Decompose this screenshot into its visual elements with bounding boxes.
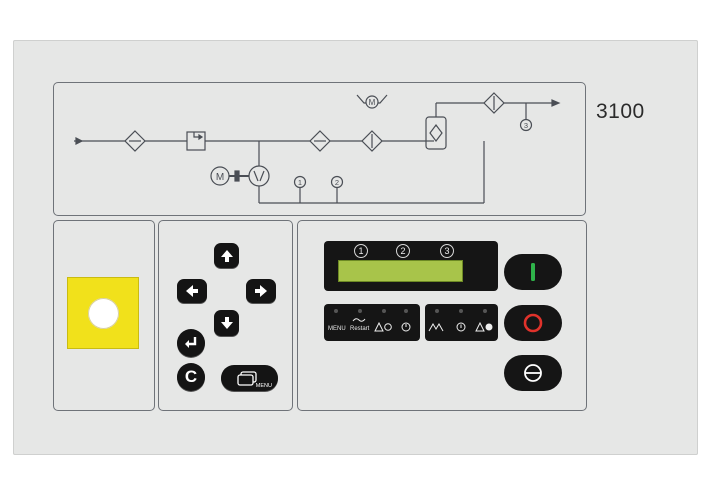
indicator-1: 1 xyxy=(354,244,368,258)
menu-button-label: MENU xyxy=(255,383,272,389)
emergency-stop-button[interactable] xyxy=(67,277,139,349)
service-icon xyxy=(475,322,493,332)
inlet-arrow xyxy=(75,137,84,145)
status-strip-left: MENU Restart xyxy=(324,304,420,341)
arrow-down-icon xyxy=(220,317,233,329)
process-flow-diagram: M M xyxy=(74,92,561,204)
led-restart xyxy=(358,309,362,313)
model-label: 3100 xyxy=(596,100,645,123)
led-remote xyxy=(435,309,439,313)
arrow-up-icon xyxy=(220,249,233,262)
outlet-arrow xyxy=(551,99,561,107)
sensor-point-2 xyxy=(330,175,344,189)
emergency-stop-hole xyxy=(88,298,119,329)
sensor-point-3 xyxy=(519,118,533,132)
enter-icon xyxy=(185,337,197,348)
arrow-right-icon xyxy=(255,285,267,297)
navigation-keypad: C MENU xyxy=(158,220,293,411)
up-arrow-button[interactable] xyxy=(214,243,239,268)
left-arrow-button[interactable] xyxy=(177,279,207,303)
indicator-2: 2 xyxy=(396,244,410,258)
led-menu xyxy=(334,309,338,313)
sensor-point-1 xyxy=(293,175,307,189)
menu-status-label: MENU xyxy=(328,326,346,332)
sensor-label-2: 2 xyxy=(335,178,339,187)
emergency-stop-section xyxy=(53,220,155,411)
timer-icon xyxy=(401,322,411,332)
control-display-section: 1 2 3 MENU Restart xyxy=(297,220,587,411)
led-warning xyxy=(382,309,386,313)
lcd-screen xyxy=(338,260,463,282)
status-strip-right xyxy=(425,304,498,341)
load-unload-icon xyxy=(524,364,542,382)
led-fault xyxy=(459,309,463,313)
restart-status-label: Restart xyxy=(350,326,370,332)
controller-panel: 3100 M xyxy=(13,40,698,455)
remote-icon xyxy=(428,323,444,332)
svg-text:M: M xyxy=(216,172,224,183)
dryer-icon xyxy=(425,116,447,150)
warning-icon xyxy=(374,322,392,332)
clear-button[interactable]: C xyxy=(177,363,205,391)
sensor-label-3: 3 xyxy=(524,121,528,130)
menu-icon xyxy=(236,371,257,386)
start-icon xyxy=(531,263,535,281)
sensor-label-1: 1 xyxy=(298,178,302,187)
svg-text:M: M xyxy=(369,98,376,107)
start-button[interactable] xyxy=(504,254,562,290)
display-frame: 1 2 3 xyxy=(324,241,498,291)
load-unload-button[interactable] xyxy=(504,355,562,391)
inlet-valve-icon xyxy=(186,131,206,151)
wave-icon xyxy=(352,318,366,322)
led-timer xyxy=(404,309,408,313)
compressor-icon xyxy=(248,165,270,187)
led-service xyxy=(483,309,487,313)
indicator-3: 3 xyxy=(440,244,454,258)
right-arrow-button[interactable] xyxy=(246,279,276,303)
stop-button[interactable] xyxy=(504,305,562,341)
down-arrow-button[interactable] xyxy=(214,310,239,336)
process-diagram: M M xyxy=(53,82,586,216)
arrow-left-icon xyxy=(186,285,198,297)
stop-icon xyxy=(523,313,543,333)
fault-icon xyxy=(456,322,466,332)
enter-button[interactable] xyxy=(177,329,205,357)
menu-button[interactable]: MENU xyxy=(221,365,278,391)
